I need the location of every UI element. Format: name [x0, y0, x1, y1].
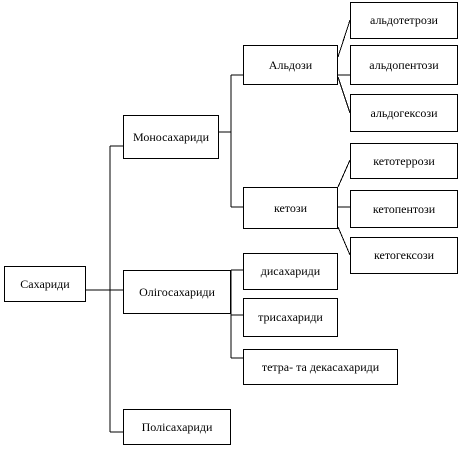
node-monosaccharides-label: Моносахариди — [132, 129, 209, 144]
node-ketotetroses-label: кетотеррози — [373, 153, 435, 168]
node-oligosaccharides-label: Олігосахариди — [139, 284, 215, 299]
node-aldopentoses: альдопентози — [350, 45, 458, 85]
node-aldoses: Альдози — [243, 45, 338, 85]
node-oligosaccharides: Олігосахариди — [123, 270, 231, 314]
node-ketohexoses: кетогексози — [350, 237, 458, 274]
node-aldotetroses: альдотетрози — [350, 2, 458, 39]
node-trisaccharides: трисахариди — [243, 298, 338, 337]
node-aldopentoses-label: альдопентози — [369, 57, 439, 72]
node-aldohexoses: альдогексози — [350, 94, 458, 132]
node-disaccharides: дисахариди — [243, 253, 338, 290]
node-ketotetroses: кетотеррози — [350, 143, 458, 179]
node-ketoses: кетози — [243, 187, 338, 229]
node-aldoses-label: Альдози — [268, 57, 313, 72]
node-saccharides-label: Сахариди — [20, 276, 70, 291]
node-aldohexoses-label: альдогексози — [370, 105, 438, 120]
node-disaccharides-label: дисахариди — [260, 264, 321, 278]
node-ketohexoses-label: кетогексози — [373, 248, 435, 262]
node-polysaccharides-label: Полісахариди — [141, 419, 213, 434]
connector-to-ketotetroses — [337, 159, 351, 188]
node-monosaccharides: Моносахариди — [123, 115, 219, 159]
node-tetra-decasaccharides-label: тетра- та декасахариди — [261, 359, 380, 374]
connector-to-ketohexoses — [337, 226, 351, 256]
node-ketoses-label: кетози — [273, 200, 308, 215]
node-ketopentoses-label: кетопентози — [372, 201, 436, 216]
node-saccharides: Сахариди — [4, 266, 86, 302]
node-trisaccharides-label: трисахариди — [258, 310, 323, 324]
connector-to-aldohexoses — [337, 76, 351, 114]
node-polysaccharides: Полісахариди — [123, 409, 231, 445]
connector-to-aldotetroses — [337, 19, 351, 58]
node-ketopentoses: кетопентози — [350, 190, 458, 228]
node-tetra-decasaccharides: тетра- та декасахариди — [243, 349, 398, 385]
node-aldotetroses-label: альдотетрози — [370, 13, 438, 27]
